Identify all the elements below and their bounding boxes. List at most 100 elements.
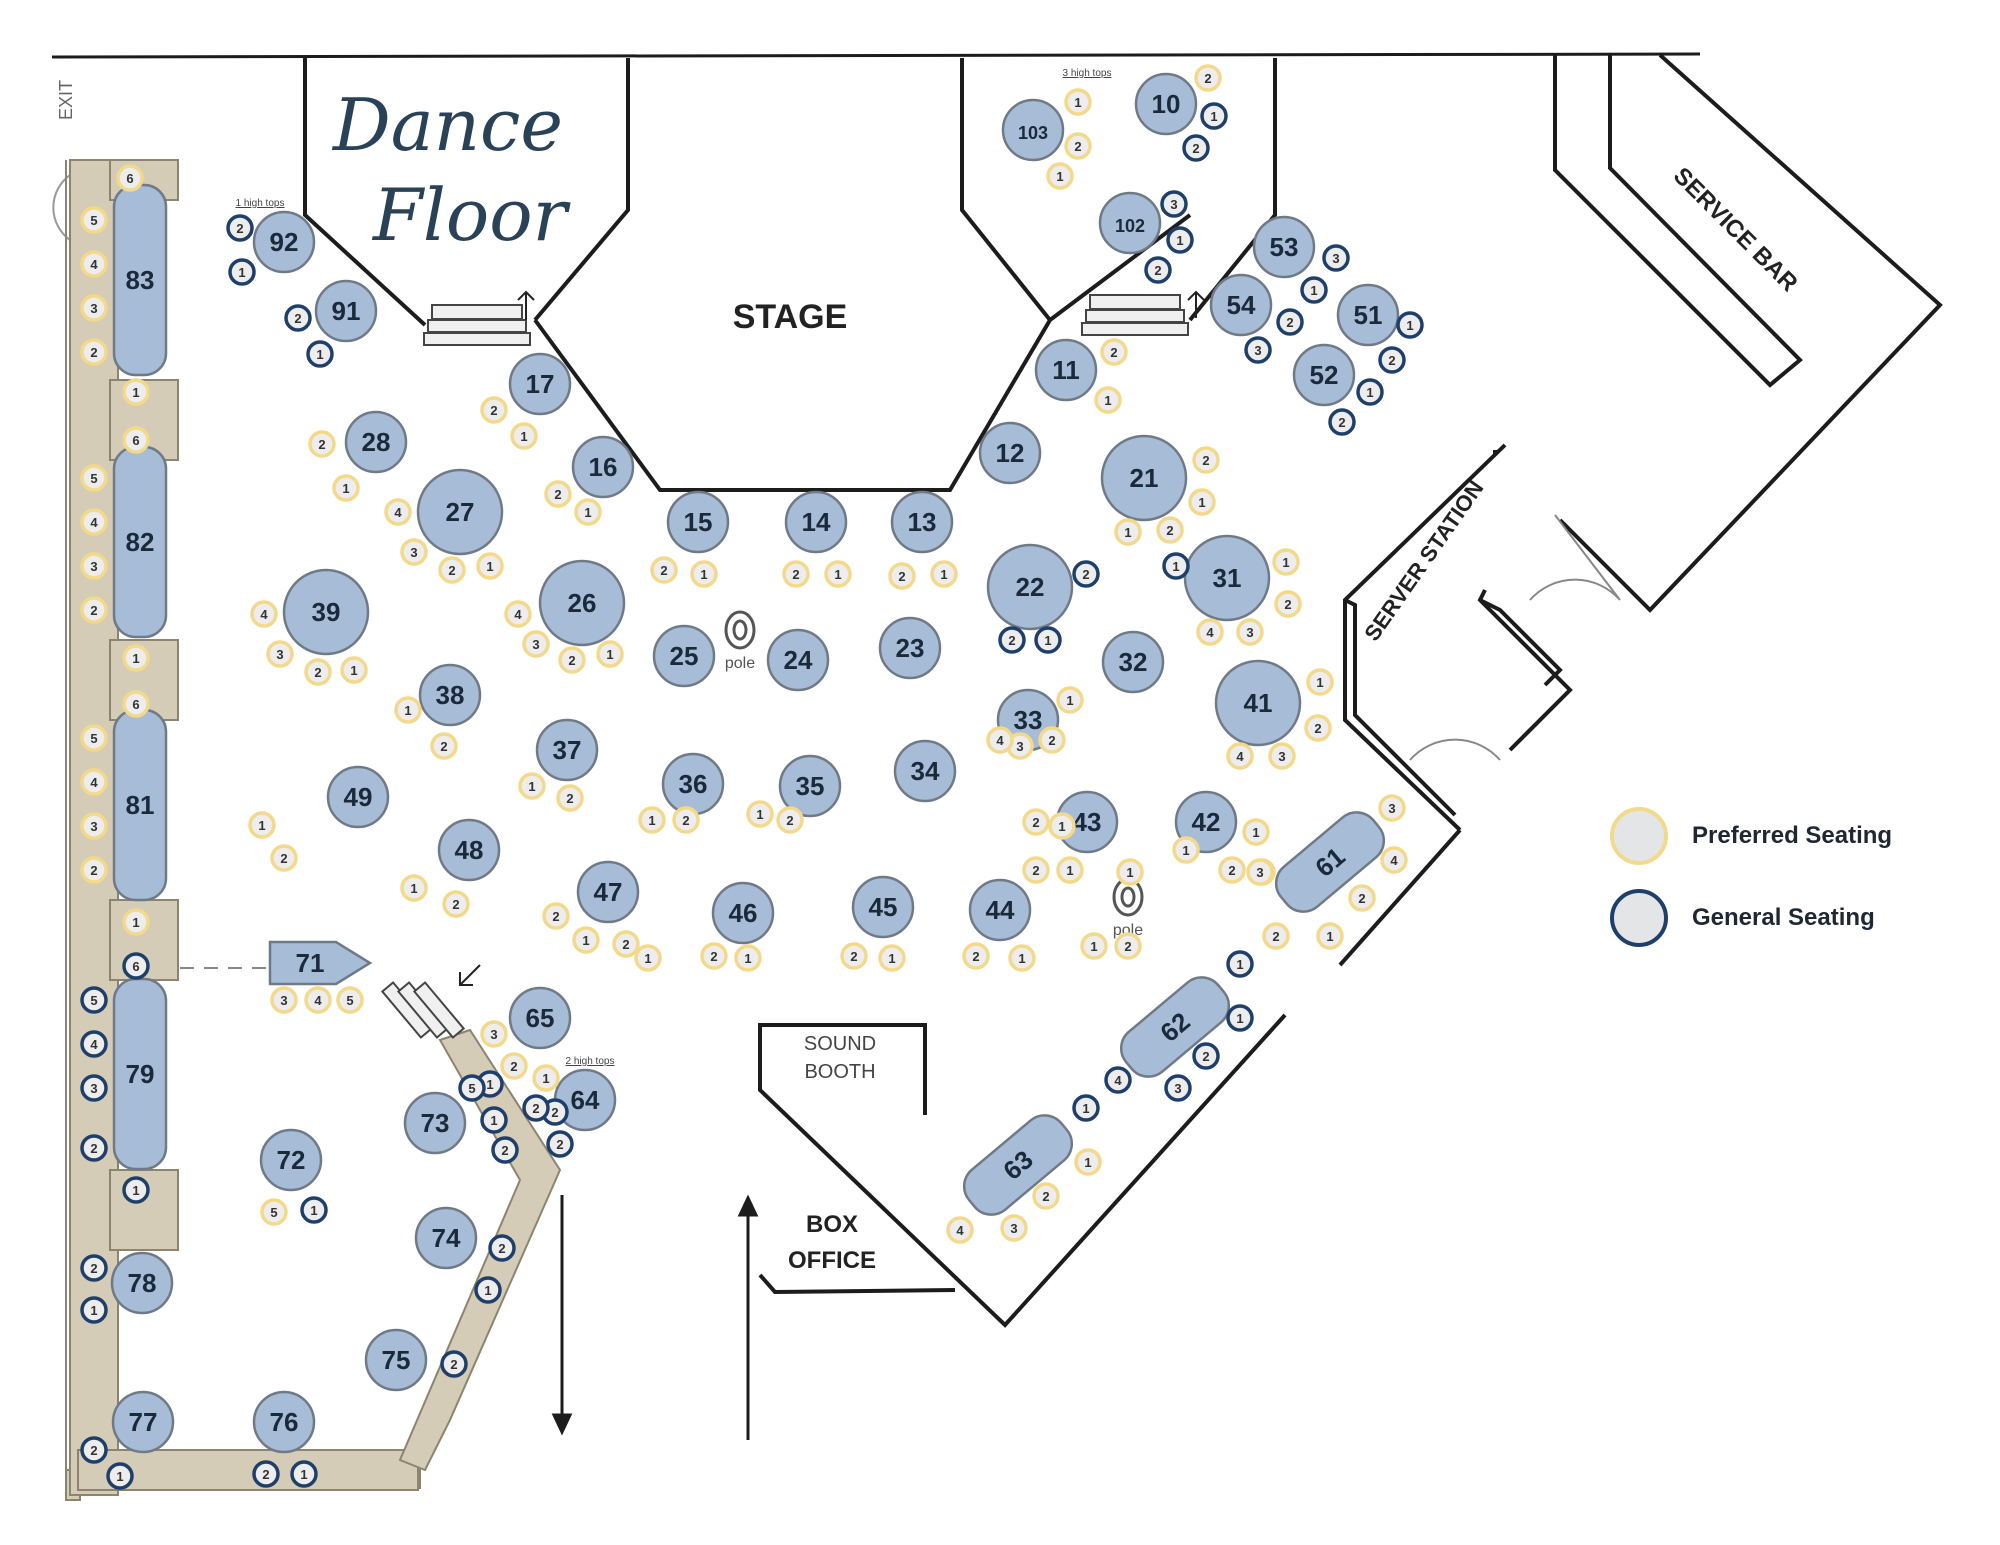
table-shape[interactable] (282, 568, 370, 656)
preferred-seat[interactable]: 2 (1022, 808, 1050, 836)
preferred-seat[interactable]: 2 (1038, 726, 1066, 754)
preferred-seat[interactable]: 1 (634, 944, 662, 972)
general-seat[interactable]: 4 (80, 1030, 108, 1058)
preferred-seat[interactable]: 2 (1218, 856, 1246, 884)
preferred-seat[interactable]: 5 (80, 464, 108, 492)
seat-circle[interactable] (930, 560, 958, 588)
seat-circle[interactable] (1192, 1042, 1220, 1070)
general-seat[interactable]: 1 (290, 1460, 318, 1488)
preferred-seat[interactable]: 2 (840, 942, 868, 970)
seat-circle[interactable] (1322, 244, 1350, 272)
table-22[interactable]: 22 (986, 543, 1074, 631)
seat-circle[interactable] (574, 498, 602, 526)
seat-circle[interactable] (1246, 858, 1274, 886)
preferred-seat[interactable]: 2 (1304, 714, 1332, 742)
table-shape[interactable] (1252, 215, 1316, 279)
table-13[interactable]: 13 (890, 490, 954, 554)
preferred-seat[interactable]: 2 (782, 560, 810, 588)
general-seat[interactable]: 3 (1164, 1074, 1192, 1102)
seat-circle[interactable] (734, 944, 762, 972)
seat-circle[interactable] (1008, 944, 1036, 972)
preferred-seat[interactable]: 2 (542, 902, 570, 930)
general-seat[interactable]: 2 (1182, 134, 1210, 162)
table-shape[interactable] (416, 468, 504, 556)
preferred-seat[interactable]: 2 (558, 646, 586, 674)
preferred-seat[interactable]: 5 (260, 1198, 288, 1226)
preferred-seat[interactable]: 1 (878, 944, 906, 972)
seat-circle[interactable] (1348, 884, 1376, 912)
seat-circle[interactable] (122, 952, 150, 980)
table-shape[interactable] (252, 210, 316, 274)
table-shape[interactable] (1214, 659, 1302, 747)
general-seat[interactable]: 1 (106, 1462, 134, 1490)
general-seat[interactable]: 1 (474, 1276, 502, 1304)
table-48[interactable]: 48 (437, 818, 501, 882)
preferred-seat[interactable]: 2 (1032, 1182, 1060, 1210)
table-10[interactable]: 10 (1134, 72, 1198, 136)
seat-circle[interactable] (510, 422, 538, 450)
seat-circle[interactable] (556, 784, 584, 812)
preferred-seat[interactable]: 1 (1272, 548, 1300, 576)
preferred-seat[interactable]: 2 (1192, 446, 1220, 474)
seat-circle[interactable] (596, 640, 624, 668)
preferred-seat[interactable]: 3 (266, 640, 294, 668)
table-shape[interactable] (259, 1128, 323, 1192)
table-77[interactable]: 77 (111, 1390, 175, 1454)
table-53[interactable]: 53 (1252, 215, 1316, 279)
general-seat[interactable]: 3 (80, 1074, 108, 1102)
preferred-seat[interactable]: 1 (1008, 944, 1036, 972)
preferred-seat[interactable]: 1 (122, 378, 150, 406)
table-31[interactable]: 31 (1183, 534, 1271, 622)
seat-circle[interactable] (122, 690, 150, 718)
table-shape[interactable] (1101, 630, 1165, 694)
general-seat[interactable]: 2 (80, 1436, 108, 1464)
preferred-seat[interactable]: 4 (1226, 742, 1254, 770)
seat-circle[interactable] (80, 464, 108, 492)
table-45[interactable]: 45 (851, 875, 915, 939)
table-shape[interactable] (955, 1107, 1080, 1224)
seat-circle[interactable] (80, 1254, 108, 1282)
preferred-seat[interactable]: 2 (308, 430, 336, 458)
table-75[interactable]: 75 (364, 1328, 428, 1392)
preferred-seat[interactable]: 2 (1114, 932, 1142, 960)
seat-circle[interactable] (440, 1350, 468, 1378)
table-37[interactable]: 37 (535, 718, 599, 782)
seat-circle[interactable] (1056, 686, 1084, 714)
seat-circle[interactable] (1032, 1182, 1060, 1210)
seat-circle[interactable] (270, 986, 298, 1014)
seat-circle[interactable] (1196, 618, 1224, 646)
seat-circle[interactable] (1166, 226, 1194, 254)
table-71[interactable]: 71 (268, 940, 373, 986)
seat-circle[interactable] (80, 294, 108, 322)
table-36[interactable]: 36 (661, 752, 725, 816)
seat-circle[interactable] (1194, 64, 1222, 92)
preferred-seat[interactable]: 1 (1094, 386, 1122, 414)
table-shape[interactable] (576, 860, 640, 924)
seat-circle[interactable] (998, 626, 1026, 654)
seat-circle[interactable] (336, 986, 364, 1014)
table-25[interactable]: 25 (652, 624, 716, 688)
preferred-seat[interactable]: 2 (544, 480, 572, 508)
preferred-seat[interactable]: 4 (504, 600, 532, 628)
preferred-seat[interactable]: 1 (824, 560, 852, 588)
seat-circle[interactable] (962, 942, 990, 970)
table-62[interactable]: 62 (1112, 969, 1237, 1086)
general-seat[interactable]: 3 (1322, 244, 1350, 272)
seat-circle[interactable] (80, 768, 108, 796)
table-shape[interactable] (1183, 534, 1271, 622)
seat-circle[interactable] (80, 856, 108, 884)
preferred-seat[interactable]: 3 (1006, 732, 1034, 760)
preferred-seat[interactable]: 6 (122, 426, 150, 454)
table-65[interactable]: 65 (508, 986, 572, 1050)
preferred-seat[interactable]: 1 (1114, 518, 1142, 546)
table-32[interactable]: 32 (1101, 630, 1165, 694)
table-shape[interactable] (268, 940, 373, 986)
preferred-seat[interactable]: 1 (248, 811, 276, 839)
seat-circle[interactable] (284, 304, 312, 332)
preferred-seat[interactable]: 1 (1056, 856, 1084, 884)
seat-circle[interactable] (458, 1074, 486, 1102)
preferred-seat[interactable]: 2 (776, 806, 804, 834)
general-seat[interactable]: 2 (226, 214, 254, 242)
seat-circle[interactable] (80, 1436, 108, 1464)
preferred-seat[interactable]: 4 (1196, 618, 1224, 646)
